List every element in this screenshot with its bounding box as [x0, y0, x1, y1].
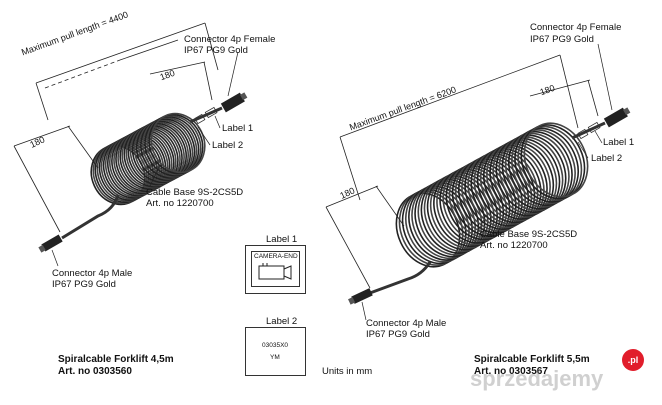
right-connector-female-icon	[603, 107, 631, 128]
right-spiral-coil	[395, 122, 589, 268]
right-cable-tail	[369, 261, 432, 295]
right-connector-male-line2: IP67 PG9 Gold	[366, 329, 430, 340]
left-cable-end	[189, 106, 223, 124]
right-cable-line1: Cable Base 9S-2CS5D	[480, 229, 578, 240]
camera-icon	[258, 263, 292, 280]
right-connector-female-line1: Connector 4p Female	[530, 22, 622, 33]
left-connector-male-line1: Connector 4p Male	[52, 268, 133, 279]
label1-box: CAMERA-END	[245, 245, 306, 294]
left-connector-male-line2: IP67 PG9 Gold	[52, 279, 116, 290]
right-cable-end	[571, 121, 606, 140]
left-spiral-coil	[90, 112, 206, 206]
right-dimension-lines	[325, 54, 599, 289]
left-cable-tail	[61, 194, 120, 240]
label1-inner-frame: CAMERA-END	[251, 251, 300, 287]
label2-box: 03035X0 YM	[245, 327, 306, 376]
left-dimension-lines	[13, 22, 219, 233]
units-note: Units in mm	[322, 366, 373, 377]
left-label1-text: Label 1	[222, 123, 254, 134]
left-connector-female-line2: IP67 PG9 Gold	[184, 45, 248, 56]
label1-box-title: Label 1	[266, 234, 298, 245]
leader-lines	[51, 43, 613, 321]
left-cable-line1: Cable Base 9S-2CS5D	[146, 187, 244, 198]
right-connector-female-line2: IP67 PG9 Gold	[530, 34, 594, 45]
label1-box-text: CAMERA-END	[254, 253, 298, 260]
right-connector-male-line1: Connector 4p Male	[366, 318, 447, 329]
left-connector-female-icon	[220, 92, 248, 113]
label2-box-line1: 03035X0	[262, 342, 289, 349]
right-label1-text: Label 1	[603, 137, 635, 148]
right-connector-male-icon	[348, 288, 373, 305]
left-cable-line2: Art. no 1220700	[146, 198, 214, 209]
left-product-artno: Art. no 0303560	[58, 366, 132, 377]
watermark-text: sprzedajemy	[470, 366, 604, 391]
left-label2-text: Label 2	[212, 140, 244, 151]
left-product-title: Spiralcable Forklift 4,5m	[58, 354, 174, 365]
label2-box-title: Label 2	[266, 316, 298, 327]
left-connector-male-icon	[38, 234, 63, 253]
right-label2-text: Label 2	[591, 153, 623, 164]
watermark-badge: .pl	[622, 349, 644, 371]
left-connector-female-line1: Connector 4p Female	[184, 34, 276, 45]
right-product-title: Spiralcable Forklift 5,5m	[474, 354, 590, 365]
coil-turn	[523, 122, 589, 198]
right-cable-line2: Art. no 1220700	[480, 240, 548, 251]
right-product-artno: Art. no 0303567	[474, 366, 548, 377]
label2-box-line2: YM	[270, 354, 280, 361]
